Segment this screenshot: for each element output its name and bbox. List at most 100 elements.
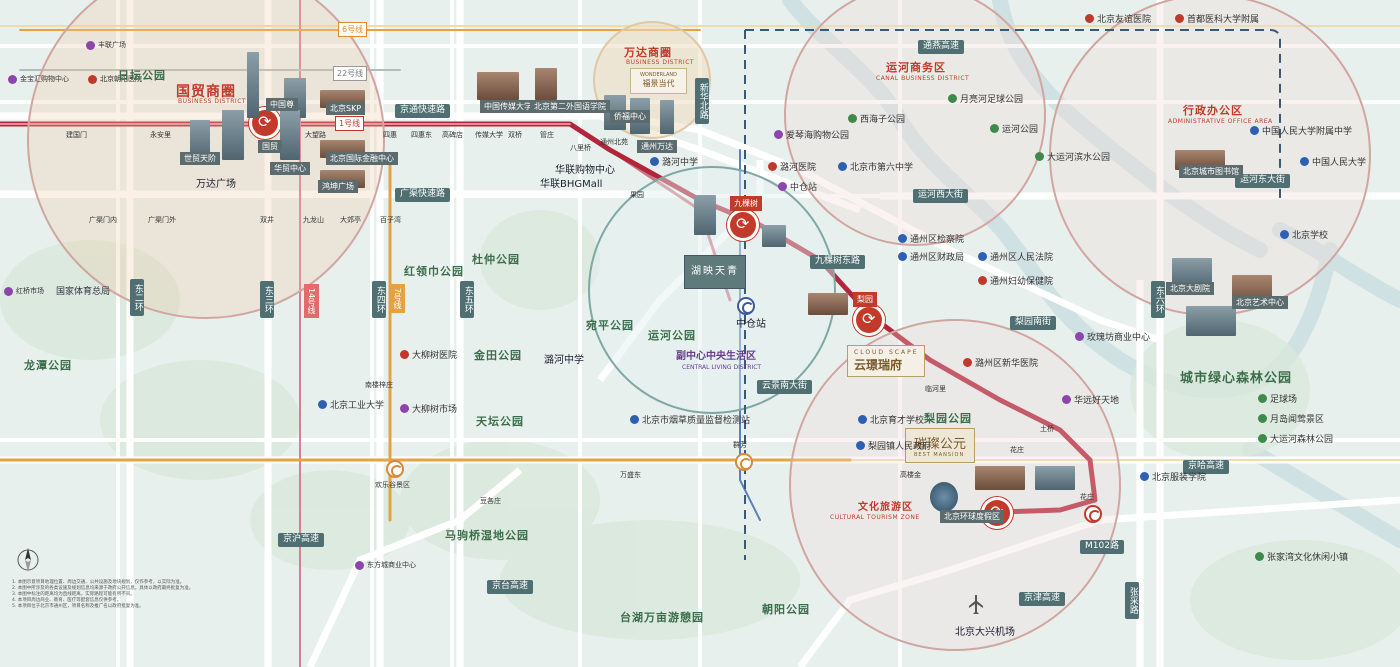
road-tongyan-expressway: 通燕高速 [918, 40, 965, 54]
line-7-tag: 7号线 [390, 284, 405, 314]
guomao-building [222, 110, 244, 160]
label-hualian-bhg: 华联购物中心 [555, 165, 615, 176]
jiukeshu-hub-icon[interactable] [730, 212, 756, 238]
district-central-en: CENTRAL LIVING DISTRICT [682, 364, 762, 371]
poi-liyuan-gov[interactable]: 梨园镇人民政府 [856, 439, 931, 452]
hospital-icon [400, 350, 409, 359]
hospital-icon [768, 162, 777, 171]
park-icon [948, 94, 957, 103]
label-guomao: 国贸 [258, 140, 282, 153]
road-guangqu-expressway: 广渠快速路 [395, 188, 451, 202]
mall-icon [355, 560, 364, 570]
park-icon [1255, 552, 1264, 561]
poi-zhangjiawan[interactable]: 张家湾文化休闲小镇 [1255, 550, 1348, 563]
district-cbd-name: 国贸商圈 [176, 84, 236, 100]
station-dawanglu: 大望路 [305, 131, 326, 139]
poi-moon-river-park[interactable]: 月亮河足球公园 [948, 92, 1023, 105]
poi-yuedao[interactable]: 月岛闻莺景区 [1258, 412, 1324, 425]
project-best-mansion[interactable]: 璀璨公元 BEST MANSION [905, 428, 976, 463]
station-huanlegu: 欢乐谷景区 [375, 481, 410, 489]
park-tiantan: 天坛公园 [476, 415, 524, 428]
station-guanzhuang: 管庄 [540, 131, 554, 139]
liyuan-hub-icon[interactable] [856, 307, 882, 333]
poi-maternity-hospital[interactable]: 通州妇幼保健院 [978, 274, 1053, 287]
poi-aiqinhai[interactable]: 爱琴海购物公园 [774, 128, 849, 141]
station-sihui: 四惠 [383, 131, 397, 139]
china-zun-building [247, 52, 259, 118]
central-building-2 [762, 225, 786, 247]
poi-football[interactable]: 足球场 [1258, 392, 1297, 405]
station-sihuidong: 四惠东 [411, 131, 432, 139]
label-bisu: 北京第二外国语学院 [530, 100, 610, 113]
project-cloud-scape[interactable]: CLOUD SCAPE 云璟瑞府 [847, 345, 926, 377]
poi-court[interactable]: 通州区人民法院 [978, 250, 1053, 263]
school-icon [1250, 126, 1259, 135]
line-1-tag: 1号线 [335, 116, 365, 131]
poi-procuratorate[interactable]: 通州区检察院 [898, 232, 964, 245]
poi-bjut[interactable]: 北京工业大学 [318, 398, 384, 411]
district-canal-name: 运河商务区 [886, 61, 946, 74]
huanlegu-station-icon[interactable] [386, 460, 404, 478]
poi-renda-fuzhong[interactable]: 中国人民大学附属中学 [1250, 124, 1352, 137]
poi-yucai-school[interactable]: 北京育才学校 [858, 413, 924, 426]
poi-daliushu-hospital[interactable]: 大柳树医院 [400, 348, 457, 361]
museum-building [1186, 306, 1236, 336]
poi-canal-park[interactable]: 运河公园 [990, 122, 1038, 135]
wansheng-station-icon[interactable] [735, 453, 753, 471]
bisu-building [535, 68, 557, 100]
poi-xinhua-hospital[interactable]: 潞州区新华医院 [963, 356, 1038, 369]
poi-capital-medical[interactable]: 首都医科大学附属 [1175, 12, 1259, 25]
school-icon [318, 400, 327, 409]
poi-renda[interactable]: 中国人民大学 [1300, 155, 1366, 168]
poi-huayuan[interactable]: 华远好天地 [1062, 393, 1119, 406]
poi-bift[interactable]: 北京服装学院 [1140, 470, 1206, 483]
gov-icon [898, 234, 907, 243]
poi-6th-middle[interactable]: 北京市第六中学 [838, 160, 913, 173]
gov-icon [856, 441, 865, 450]
station-tuqiao: 土桥 [1040, 425, 1054, 433]
poi-friendship-hospital[interactable]: 北京友谊医院 [1085, 12, 1151, 25]
park-icon [1258, 394, 1267, 403]
station-wanshengdong: 群芳 [733, 441, 747, 449]
poi-meiguifang[interactable]: 玫瑰坊商业中心 [1075, 330, 1150, 343]
school-icon [630, 415, 639, 424]
poi-canal-forest[interactable]: 大运河森林公园 [1258, 432, 1333, 445]
station-wanshengxi: 万盛东 [620, 471, 641, 479]
label-hualian: 华联BHGMall [540, 179, 603, 190]
poi-dongfangcheng[interactable]: 东方城商业中心 [355, 560, 416, 570]
road-east-6th-ring: 东六环 [1151, 281, 1165, 318]
central-building-3 [808, 293, 848, 315]
poi-luhe-hospital[interactable]: 潞河医院 [768, 160, 816, 173]
sunwangchang-station-icon[interactable] [737, 297, 755, 315]
poi-beijing-school[interactable]: 北京学校 [1280, 228, 1328, 241]
poi-jinbaohui[interactable]: 金宝汇购物中心 [8, 74, 69, 84]
label-wanda-cbd: 万达广场 [196, 179, 236, 190]
poi-finance-bureau[interactable]: 通州区财政局 [898, 250, 964, 263]
road-yunhe-east-street: 运河东大街 [1235, 174, 1291, 188]
line-6-tag: 6号线 [338, 22, 368, 37]
poi-luhe-school[interactable]: 潞河中学 [650, 155, 698, 168]
poi-xihaizi-park[interactable]: 西海子公园 [848, 112, 905, 125]
poi-chaoyang-hospital[interactable]: 北京朝阳医院 [88, 74, 142, 84]
wanda-building-2 [660, 100, 674, 134]
poi-hongqiao[interactable]: 红桥市场 [4, 286, 44, 296]
mall-icon [8, 74, 17, 84]
poi-fenglian[interactable]: 丰联广场 [86, 40, 126, 50]
poi-zhongcang[interactable]: 中仓站 [778, 180, 817, 193]
station-huangchang: 豆各庄 [480, 497, 501, 505]
poi-tobacco-station[interactable]: 北京市烟草质量监督检测站 [630, 413, 750, 426]
station-chuanmei: 传媒大学 [475, 131, 503, 139]
park-jintian: 金田公园 [474, 349, 522, 362]
line-14-tag: 14号线 [304, 284, 319, 319]
road-east-2nd-ring: 东二环 [130, 279, 144, 316]
park-city-green: 城市绿心森林公园 [1180, 371, 1293, 386]
universal-castle [975, 466, 1025, 490]
universal-globe [930, 482, 958, 512]
label-theatre: 北京大剧院 [1166, 282, 1214, 295]
poi-daliushu-market[interactable]: 大柳树市场 [400, 402, 457, 415]
huazhuang-station-icon[interactable] [1084, 505, 1102, 523]
poi-canal-waterfront-park[interactable]: 大运河滨水公园 [1035, 150, 1110, 163]
soho-building [190, 120, 210, 160]
project-name: 云璟瑞府 [854, 358, 903, 372]
label-china-zun: 中国尊 [266, 98, 298, 111]
